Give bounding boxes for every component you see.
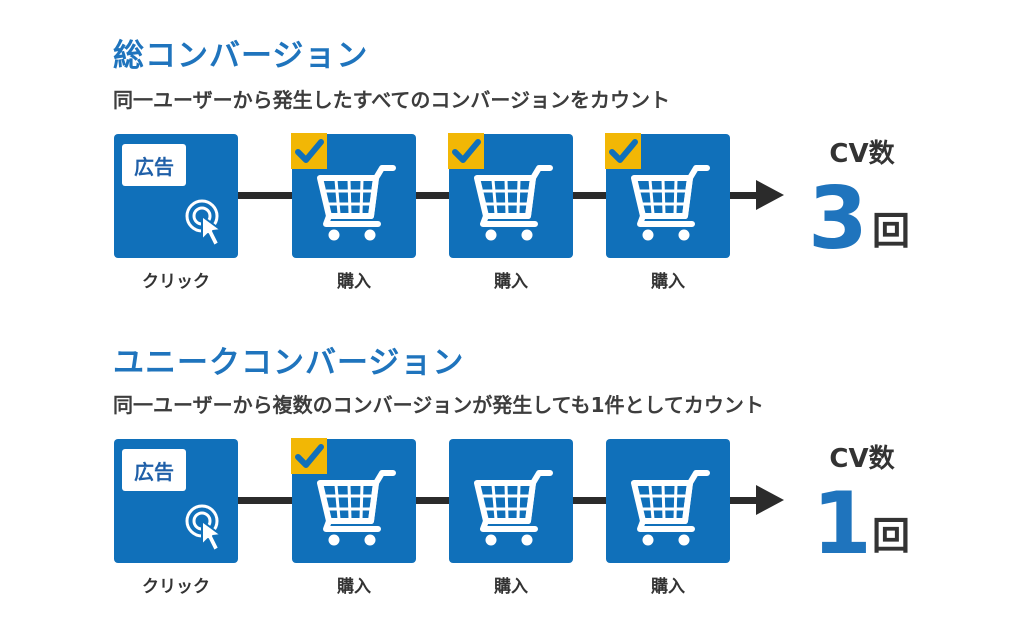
- purchase-label: 購入: [337, 272, 371, 292]
- section-subtitle: 同一ユーザーから発生したすべてのコンバージョンをカウント: [113, 88, 670, 112]
- purchase-label: 購入: [337, 577, 371, 597]
- ad-badge: 広告: [122, 144, 186, 186]
- click-label: クリック: [142, 577, 210, 597]
- arrow-right-icon: [756, 180, 784, 210]
- checkmark-icon: [291, 133, 327, 169]
- cursor-click-icon: [185, 504, 222, 552]
- purchase-label: 購入: [494, 577, 528, 597]
- purchase-label: 購入: [651, 577, 685, 597]
- section-title: ユニークコンバージョン: [113, 345, 465, 381]
- shopping-cart-icon: [474, 165, 553, 241]
- cursor-click-icon: [185, 199, 222, 247]
- purchase-tile: [448, 133, 573, 258]
- shopping-cart-icon: [474, 470, 553, 546]
- section-title: 総コンバージョン: [113, 38, 369, 74]
- shopping-cart-icon: [317, 165, 396, 241]
- cv-count-unit: 回: [872, 209, 911, 253]
- cv-count-label: CV数: [829, 139, 895, 169]
- shopping-cart-icon: [631, 165, 710, 241]
- shopping-cart-icon: [317, 470, 396, 546]
- ad-tile: 広告: [114, 134, 238, 258]
- checkmark-icon: [448, 133, 484, 169]
- purchase-label: 購入: [494, 272, 528, 292]
- section-subtitle: 同一ユーザーから複数のコンバージョンが発生しても1件としてカウント: [113, 393, 764, 417]
- unique-conversion-section: ユニークコンバージョン 同一ユーザーから複数のコンバージョンが発生しても1件とし…: [0, 305, 1024, 605]
- total-conversion-section: 総コンバージョン 同一ユーザーから発生したすべてのコンバージョンをカウント 広告…: [0, 0, 1024, 300]
- purchase-label: 購入: [651, 272, 685, 292]
- purchase-tile: [606, 439, 730, 563]
- checkmark-icon: [605, 133, 641, 169]
- ad-badge: 広告: [122, 449, 186, 491]
- arrow-right-icon: [756, 485, 784, 515]
- cv-count-unit: 回: [872, 514, 911, 558]
- purchase-tile: [605, 133, 730, 258]
- purchase-tile: [449, 439, 573, 563]
- click-label: クリック: [142, 272, 210, 292]
- cv-count-label: CV数: [829, 444, 895, 474]
- purchase-tile: [291, 438, 416, 563]
- checkmark-icon: [291, 438, 327, 474]
- cv-count-value: 1: [812, 474, 872, 574]
- ad-tile: 広告: [114, 439, 238, 563]
- cv-count-value: 3: [808, 169, 868, 269]
- shopping-cart-icon: [631, 470, 710, 546]
- purchase-tile: [291, 133, 416, 258]
